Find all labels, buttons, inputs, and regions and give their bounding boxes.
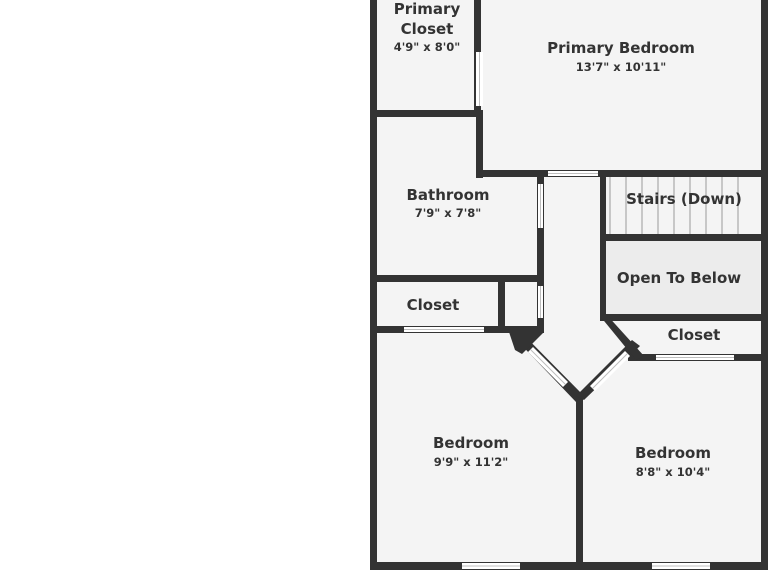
wall-linen-corner [507, 326, 544, 354]
windows [462, 563, 710, 569]
wall-stairs-bottom [600, 234, 768, 241]
room-dims-bedroom-left: 9'9" x 11'2" [434, 455, 508, 469]
wall-outer-left [370, 0, 377, 570]
wall-primary-bedroom-left [476, 110, 483, 178]
wall-open-below-bottom [600, 314, 768, 321]
stairs-treads [609, 176, 739, 234]
room-name-closet-left: Closet [407, 296, 460, 314]
wall-outer-right [761, 0, 768, 570]
wall-bathroom-bottom [370, 275, 544, 282]
room-name-bathroom: Bathroom [406, 186, 489, 204]
wall-primary-bedroom-bottom [476, 170, 768, 177]
room-name-stairs: Stairs (Down) [626, 190, 742, 208]
door-line [530, 349, 566, 385]
openings [404, 52, 734, 391]
wall-outer-bottom [370, 562, 768, 570]
open-to-below-area [604, 241, 760, 315]
room-dims-bathroom: 7'9" x 7'8" [415, 206, 481, 220]
room-name-primary-closet-line1: Primary [394, 0, 461, 18]
wall-diagonal-closet [600, 314, 644, 360]
wall-stairs-left [600, 170, 606, 320]
room-dims-primary-bedroom: 13'7" x 10'11" [576, 60, 666, 74]
wall-primary-closet-bottom [370, 110, 482, 117]
room-labels: Primary Closet 4'9" x 8'0" Primary Bedro… [394, 0, 742, 479]
wall-bedrooms-divider [576, 396, 583, 566]
room-dims-bedroom-right: 8'8" x 10'4" [636, 465, 710, 479]
wall-closet-left-right [498, 282, 505, 332]
room-name-bedroom-right: Bedroom [635, 444, 711, 462]
room-name-primary-closet-line2: Closet [401, 20, 454, 38]
room-name-primary-bedroom: Primary Bedroom [547, 39, 695, 57]
door-line [592, 353, 628, 389]
room-dims-primary-closet: 4'9" x 8'0" [394, 40, 460, 54]
room-name-closet-right: Closet [668, 326, 721, 344]
room-name-bedroom-left: Bedroom [433, 434, 509, 452]
room-name-open-to-below: Open To Below [617, 269, 741, 287]
